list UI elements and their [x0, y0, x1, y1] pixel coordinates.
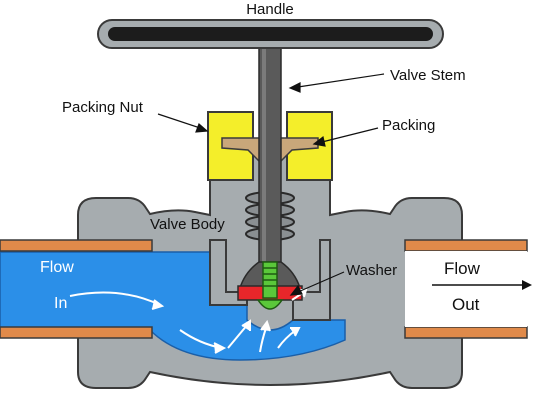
label-packing: Packing: [382, 117, 435, 134]
label-washer: Washer: [346, 262, 397, 279]
label-flow-in-line2: In: [54, 295, 67, 312]
handle-core: [108, 27, 433, 41]
outlet-pipe: [404, 239, 528, 339]
stem-highlight: [262, 44, 266, 272]
label-leaders: [157, 73, 385, 296]
label-handle: Handle: [246, 1, 294, 18]
out-flow-arrow: [432, 280, 532, 290]
inlet-pipe: [0, 239, 153, 339]
label-valve-body: Valve Body: [150, 216, 225, 233]
label-valve-stem: Valve Stem: [390, 67, 466, 84]
seat-wall: [209, 239, 248, 306]
label-flow-in-line1: Flow: [40, 259, 74, 276]
label-flow-out-line1: Flow: [444, 259, 481, 278]
label-packing-nut: Packing Nut: [62, 99, 144, 116]
label-flow-out-line2: Out: [452, 295, 480, 314]
screw-icon: [256, 261, 284, 310]
